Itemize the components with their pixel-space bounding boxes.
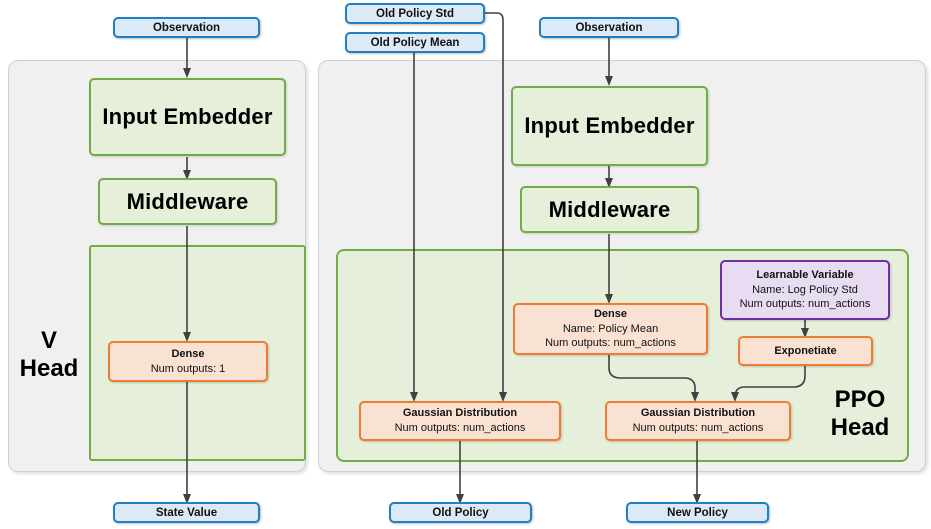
- v-head-observation-input[interactable]: Observation: [113, 17, 260, 38]
- node-title: Learnable Variable: [756, 268, 854, 281]
- ppo-head-input-embedder-block[interactable]: Input Embedder: [511, 86, 708, 166]
- old-policy-std-input[interactable]: Old Policy Std: [345, 3, 485, 24]
- label: Old Policy Std: [376, 7, 454, 20]
- v-head-middleware-block[interactable]: Middleware: [98, 178, 277, 225]
- node-line-2: Num outputs: 1: [150, 362, 226, 375]
- label: Input Embedder: [102, 104, 273, 129]
- node-title: Dense: [171, 347, 205, 360]
- node-line-2: Name: Policy Mean: [562, 322, 659, 335]
- ppo-head-dense-policy-mean-node[interactable]: Dense Name: Policy Mean Num outputs: num…: [513, 303, 708, 355]
- node-line-3: Num outputs: num_actions: [739, 298, 871, 311]
- v-head-state-value-output[interactable]: State Value: [113, 502, 260, 523]
- label: New Policy: [667, 506, 728, 519]
- ppo-head-caption: PPO Head: [830, 386, 890, 441]
- old-policy-output[interactable]: Old Policy: [389, 502, 532, 523]
- label: Input Embedder: [524, 113, 695, 138]
- learnable-variable-log-policy-std-node[interactable]: Learnable Variable Name: Log Policy Std …: [720, 260, 890, 320]
- new-policy-output[interactable]: New Policy: [626, 502, 769, 523]
- label: Old Policy Mean: [370, 36, 460, 49]
- node-line-2: Num outputs: num_actions: [632, 422, 764, 434]
- label: Middleware: [548, 196, 671, 222]
- v-head-caption: V Head: [19, 327, 79, 382]
- node-title: Gaussian Distribution: [402, 407, 518, 420]
- node-title: Exponetiate: [774, 344, 837, 357]
- v-head-input-embedder-block[interactable]: Input Embedder: [89, 78, 286, 156]
- gaussian-distribution-new-node[interactable]: Gaussian Distribution Num outputs: num_a…: [605, 401, 791, 441]
- label: Observation: [152, 21, 221, 34]
- label: State Value: [155, 506, 218, 519]
- ppo-head-middleware-block[interactable]: Middleware: [520, 186, 699, 233]
- node-line-2: Name: Log Policy Std: [752, 283, 858, 296]
- gaussian-distribution-old-node[interactable]: Gaussian Distribution Num outputs: num_a…: [359, 401, 561, 441]
- label: Middleware: [126, 188, 249, 214]
- node-line-2: Num outputs: num_actions: [394, 422, 526, 434]
- node-title: Dense: [593, 308, 628, 321]
- node-line-3: Num outputs: num_actions: [545, 337, 676, 350]
- old-policy-mean-input[interactable]: Old Policy Mean: [345, 32, 485, 53]
- v-head-dense-node[interactable]: Dense Num outputs: 1: [108, 341, 268, 382]
- ppo-head-observation-input[interactable]: Observation: [539, 17, 679, 38]
- exponentiate-node[interactable]: Exponetiate: [738, 336, 873, 366]
- label: Observation: [575, 21, 643, 34]
- label: Old Policy: [432, 506, 489, 519]
- node-title: Gaussian Distribution: [640, 407, 756, 420]
